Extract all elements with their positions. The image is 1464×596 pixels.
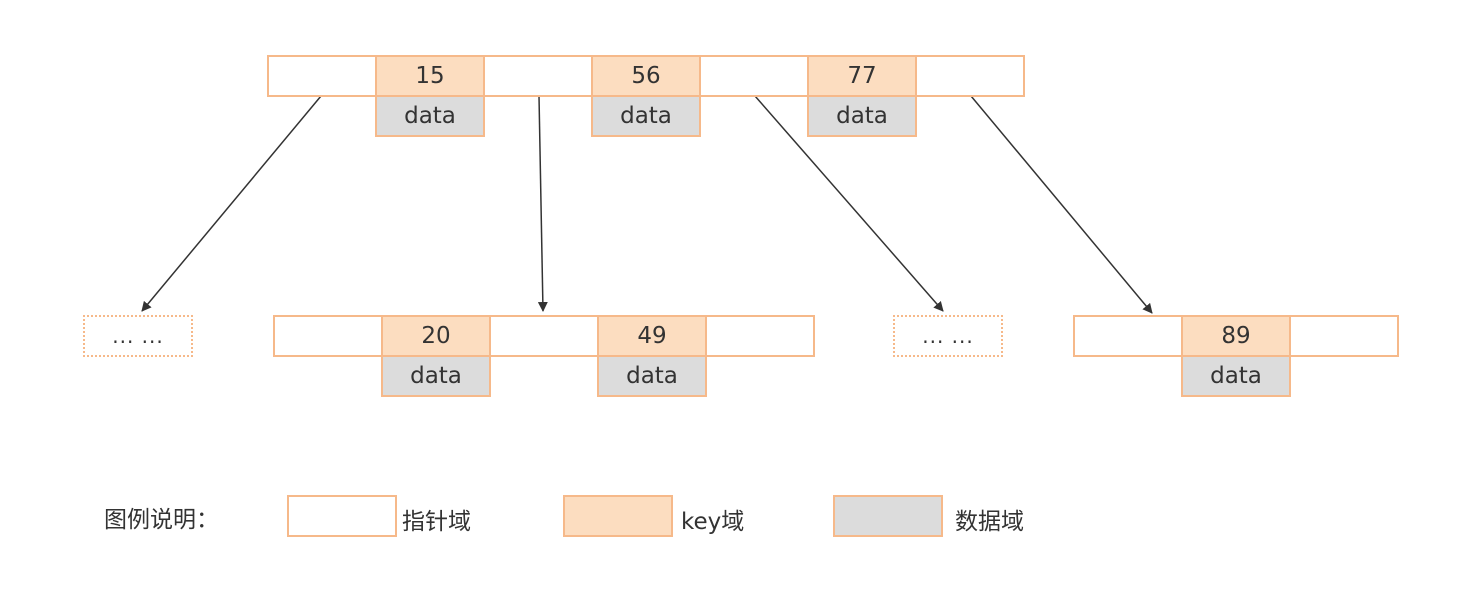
child1-key-cell-0: 20 <box>381 315 491 357</box>
child-ellipsis-right: ... ... <box>893 315 1003 357</box>
root-pointer-cell-1 <box>483 55 593 97</box>
child1-pointer-cell-1 <box>489 315 599 357</box>
legend-title: 图例说明： <box>104 507 219 533</box>
child1-data-cell-1: data <box>597 355 707 397</box>
arrow-pointer-0 <box>141 95 322 312</box>
legend-swatch-key <box>563 495 673 537</box>
root-key-cell-0: 15 <box>375 55 485 97</box>
arrow-pointer-3 <box>970 95 1153 314</box>
legend-label-key: key域 <box>681 509 745 535</box>
root-key-cell-2: 77 <box>807 55 917 97</box>
legend-label-pointer: 指针域 <box>402 509 471 535</box>
child3-pointer-cell-0 <box>1073 315 1183 357</box>
child3-key-cell-0: 89 <box>1181 315 1291 357</box>
legend-label-data: 数据域 <box>955 509 1024 535</box>
legend-swatch-pointer <box>287 495 397 537</box>
child3-data-cell-0: data <box>1181 355 1291 397</box>
root-pointer-cell-2 <box>699 55 809 97</box>
arrow-pointer-1 <box>537 95 548 312</box>
root-data-cell-2: data <box>807 95 917 137</box>
root-data-cell-0: data <box>375 95 485 137</box>
child1-data-cell-0: data <box>381 355 491 397</box>
child3-pointer-cell-1 <box>1289 315 1399 357</box>
child-ellipsis-left: ... ... <box>83 315 193 357</box>
root-data-cell-1: data <box>591 95 701 137</box>
root-pointer-cell-0 <box>267 55 377 97</box>
root-key-cell-1: 56 <box>591 55 701 97</box>
child1-pointer-cell-2 <box>705 315 815 357</box>
child1-pointer-cell-0 <box>273 315 383 357</box>
root-pointer-cell-3 <box>915 55 1025 97</box>
legend-swatch-data <box>833 495 943 537</box>
child1-key-cell-1: 49 <box>597 315 707 357</box>
arrow-pointer-2 <box>754 95 944 312</box>
